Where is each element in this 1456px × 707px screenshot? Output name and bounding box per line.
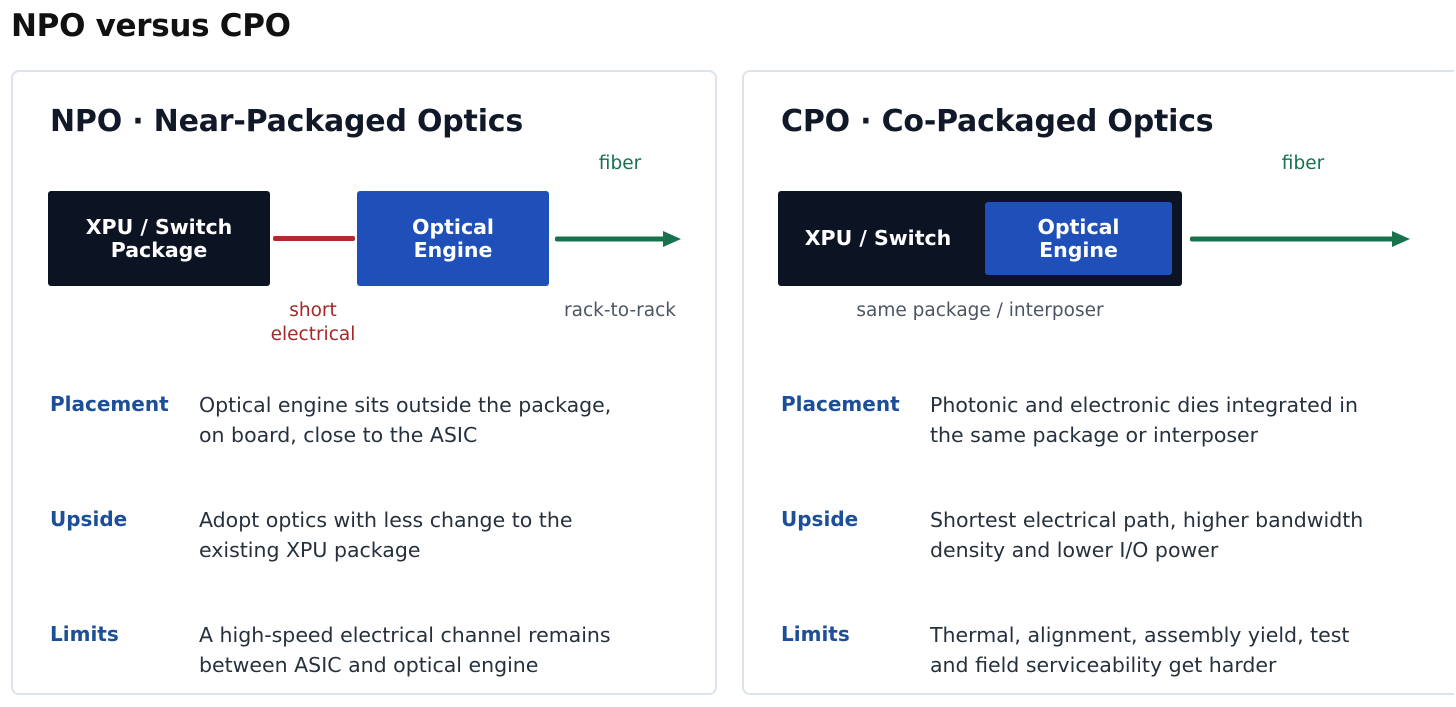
npo-upside-line2: existing XPU package — [199, 538, 421, 562]
npo-row-key-placement: Placement — [50, 392, 169, 416]
cpo-row-value-limits: Thermal, alignment, assembly yield, test… — [930, 620, 1400, 680]
cpo-optical-engine-box: Optical Engine — [985, 202, 1172, 275]
npo-short-electrical-label: short electrical — [253, 299, 373, 347]
npo-short-label-line2: electrical — [270, 324, 356, 345]
npo-row-value-upside: Adopt optics with less change to the exi… — [199, 505, 669, 565]
cpo-row-key-limits: Limits — [781, 622, 850, 646]
cpo-row-value-upside: Shortest electrical path, higher bandwid… — [930, 505, 1400, 565]
npo-fiber-arrow-icon — [555, 231, 681, 247]
cpo-card: CPO · Co-Packaged Optics XPU / Switch Op… — [742, 70, 1454, 695]
npo-rack-to-rack-label: rack-to-rack — [564, 300, 676, 321]
cpo-package-label: XPU / Switch — [804, 226, 952, 250]
npo-row-value-limits: A high-speed electrical channel remains … — [199, 620, 669, 680]
cpo-row-key-upside: Upside — [781, 507, 859, 531]
npo-package-label-line1: XPU / Switch — [85, 214, 233, 239]
npo-placement-line1: Optical engine sits outside the package, — [199, 393, 612, 417]
cpo-card-title: CPO · Co-Packaged Optics — [781, 104, 1214, 139]
cpo-row-value-placement: Photonic and electronic dies integrated … — [930, 390, 1400, 450]
npo-xpu-package-box: XPU / Switch Package — [48, 191, 270, 286]
cpo-upside-line1: Shortest electrical path, higher bandwid… — [930, 508, 1364, 532]
cpo-row-key-placement: Placement — [781, 392, 900, 416]
npo-card-title: NPO · Near-Packaged Optics — [50, 104, 524, 139]
npo-upside-line1: Adopt optics with less change to the — [199, 508, 573, 532]
cpo-xpu-package-box: XPU / Switch Optical Engine — [778, 191, 1182, 286]
cpo-same-package-label: same package / interposer — [856, 300, 1104, 321]
npo-limits-line2: between ASIC and optical engine — [199, 653, 539, 677]
cpo-engine-label-line1: Optical — [1037, 214, 1120, 239]
npo-package-label-line2: Package — [110, 237, 208, 262]
npo-fiber-label: fiber — [598, 153, 642, 174]
npo-optical-engine-box: Optical Engine — [357, 191, 549, 286]
cpo-fiber-arrow-icon — [1190, 231, 1410, 247]
npo-limits-line1: A high-speed electrical channel remains — [199, 623, 611, 647]
cpo-fiber-label: fiber — [1281, 153, 1325, 174]
npo-short-label-line1: short — [289, 300, 337, 321]
npo-row-key-limits: Limits — [50, 622, 119, 646]
cpo-placement-line1: Photonic and electronic dies integrated … — [930, 393, 1358, 417]
npo-placement-line2: on board, close to the ASIC — [199, 423, 478, 447]
cpo-placement-line2: the same package or interposer — [930, 423, 1259, 447]
cpo-limits-line2: and field serviceability get harder — [930, 653, 1277, 677]
npo-engine-label-line1: Optical — [412, 214, 494, 239]
cpo-limits-line1: Thermal, alignment, assembly yield, test — [930, 623, 1350, 647]
npo-engine-label-line2: Engine — [413, 237, 493, 262]
npo-card: NPO · Near-Packaged Optics XPU / Switch … — [11, 70, 717, 695]
page-title: NPO versus CPO — [11, 8, 291, 44]
npo-row-key-upside: Upside — [50, 507, 128, 531]
cpo-engine-label-line2: Engine — [1039, 237, 1118, 262]
cpo-upside-line2: density and lower I/O power — [930, 538, 1219, 562]
npo-short-electrical-link — [273, 236, 355, 241]
npo-row-value-placement: Optical engine sits outside the package,… — [199, 390, 669, 450]
